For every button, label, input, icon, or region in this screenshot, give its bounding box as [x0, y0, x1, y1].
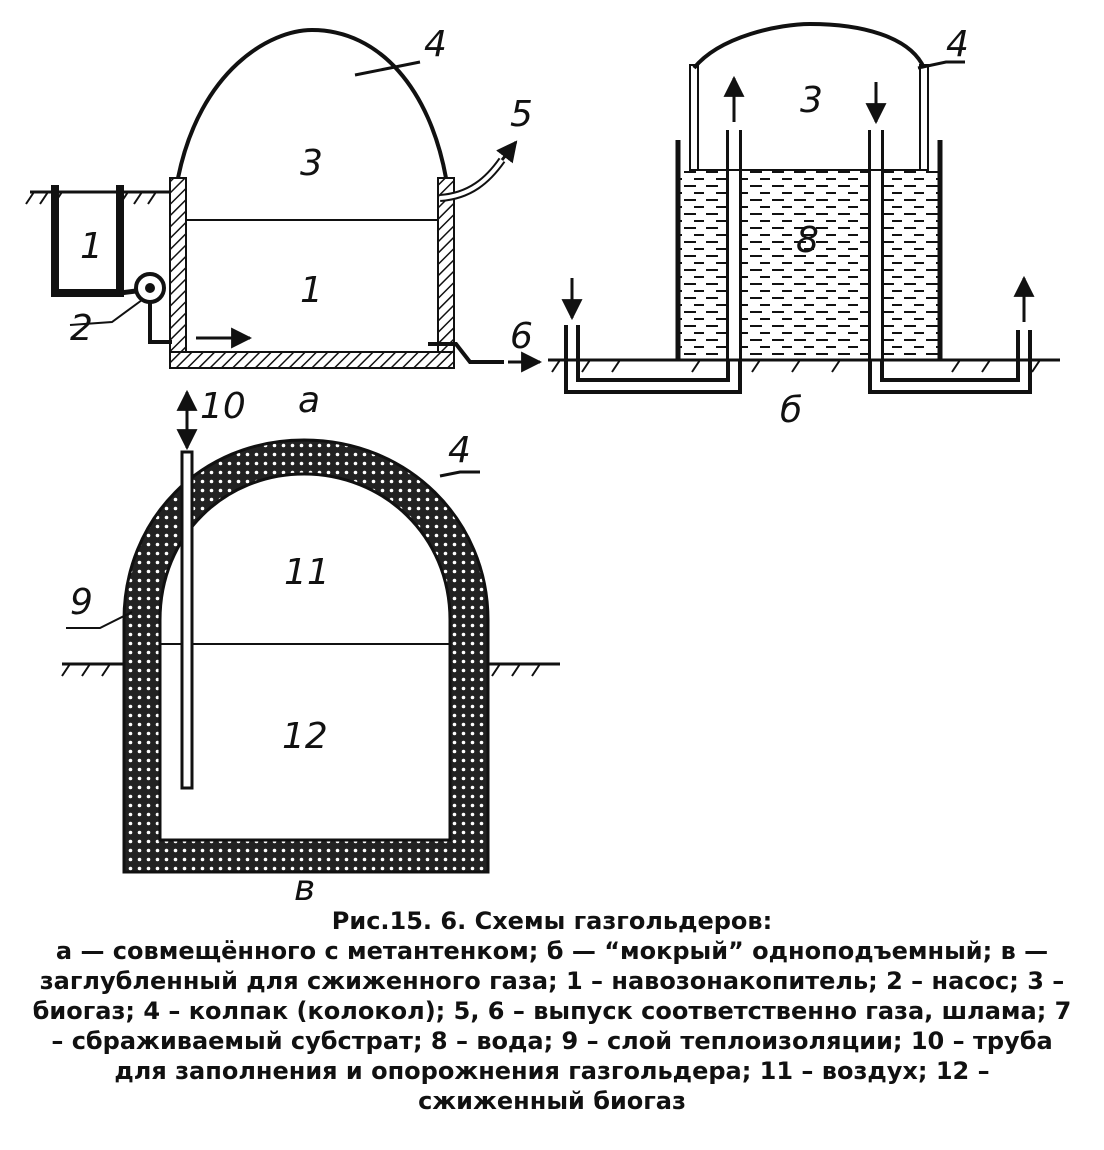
label-a-pump: 2: [70, 308, 93, 349]
fill-pipe: [180, 450, 194, 790]
label-v-air: 11: [284, 552, 330, 593]
label-a-pit: 1: [80, 226, 103, 267]
pipe-right: [868, 130, 884, 360]
bell-wall-right: [919, 64, 929, 171]
tank-wall-right: [437, 177, 455, 369]
u-pipe-right: [868, 330, 1032, 394]
label-a-liquid: 1: [300, 270, 323, 311]
pipe-left: [726, 130, 742, 360]
label-b-gas: 3: [800, 80, 823, 121]
label-v-insulation: 9: [70, 582, 93, 623]
sludge-outlet-pipe: [428, 342, 504, 364]
label-a-gas-out: 5: [510, 94, 533, 135]
bell-dome: [692, 21, 926, 70]
caption-line: а — совмещённого с метантенком; б — “мок…: [55, 937, 1049, 965]
diagram-a: [25, 27, 543, 373]
panel-label-a: а: [298, 380, 320, 421]
panel-label-b: б: [780, 390, 802, 431]
label-a-gas: 3: [300, 143, 323, 184]
figure-caption: Рис.15. 6. Схемы газгольдеров: а — совме…: [0, 906, 1104, 1116]
caption-title: Рис.15. 6. Схемы газгольдеров:: [331, 907, 773, 935]
manure-pit: [51, 185, 124, 297]
label-v-cap: 4: [448, 430, 471, 471]
label-v-liquid-gas: 12: [282, 716, 328, 757]
diagram-b: [548, 21, 1060, 394]
u-pipe-left: [564, 325, 742, 394]
gasholder-diagram: 1 2 3 4 5 6 1 а 3 4 8 б 10 9 11 12 4 в: [25, 21, 1060, 900]
caption-line: – сбраживаемый субстрат; 8 – вода; 9 – с…: [51, 1027, 1053, 1055]
caption-line: биогаз; 4 – колпак (колокол); 5, 6 – вып…: [32, 997, 1072, 1025]
bell-wall-left: [689, 64, 699, 171]
label-b-water: 8: [796, 220, 819, 261]
tank-wall-left: [169, 177, 187, 369]
caption-line: заглубленный для сжиженного газа; 1 – на…: [39, 967, 1065, 995]
tank-floor: [169, 351, 455, 369]
label-b-cap: 4: [946, 24, 969, 65]
labels: 1 2 3 4 5 6 1 а 3 4 8 б 10 9 11 12 4 в: [70, 24, 969, 900]
label-a-sludge-out: 6: [510, 316, 533, 357]
caption-line: сжиженный биогаз: [418, 1087, 686, 1115]
label-a-cap: 4: [424, 24, 447, 65]
diagram-v: [61, 389, 560, 874]
vessel-cavity: [158, 472, 452, 842]
water-tank: [678, 170, 940, 360]
panel-label-v: в: [294, 868, 315, 900]
caption-line: для заполнения и опорожнения газгольдера…: [114, 1057, 990, 1085]
gas-cap-dome: [176, 27, 448, 179]
label-v-pipe: 10: [200, 386, 246, 427]
